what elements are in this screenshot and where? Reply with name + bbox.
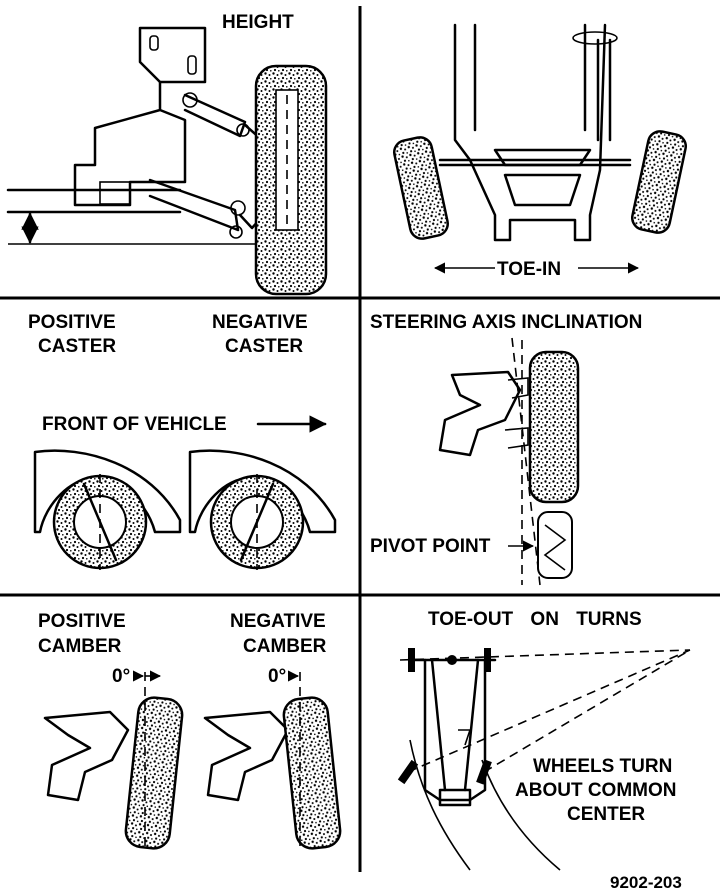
- common-center-label-line2: ABOUT COMMON: [515, 780, 676, 801]
- toe-out-title: TOE-OUT ON TURNS: [428, 609, 642, 630]
- pivot-bushing: [182, 92, 198, 108]
- panel-dividers: [0, 6, 720, 872]
- positive-caster-label-line1: POSITIVE: [28, 312, 116, 333]
- lower-ball-joint: [504, 427, 529, 449]
- outer-turning-arc: [481, 759, 561, 871]
- oil-pan: [503, 173, 582, 207]
- positive-caster-label-line2: CASTER: [38, 336, 116, 357]
- lower-control-arm: [148, 178, 240, 232]
- zero-degree-label-left: 0°: [112, 666, 130, 687]
- mount-slot: [187, 55, 197, 75]
- chassis-structure: [73, 80, 187, 207]
- contact-patch-detail: [543, 524, 567, 571]
- chassis-bracket: [99, 181, 131, 205]
- height-title: HEIGHT: [222, 12, 294, 33]
- right-wheel-radius-line: [483, 649, 691, 773]
- knuckle-positive-camber: [43, 710, 130, 802]
- left-tire: [393, 136, 449, 240]
- tire-negative-camber: [282, 696, 342, 850]
- steering-linkage: [493, 148, 592, 167]
- steering-box: [458, 729, 472, 746]
- toe-out-panel: TOE-OUT ON TURNS WHEELS TURN ABOUT COMMO…: [397, 609, 691, 871]
- upper-mount-bracket: [138, 26, 207, 84]
- toe-in-label: TOE-IN: [497, 259, 561, 280]
- pivot-point-label: PIVOT POINT: [370, 536, 491, 557]
- negative-caster-label-line1: NEGATIVE: [212, 312, 308, 333]
- steering-knuckle: [438, 370, 522, 457]
- differential: [447, 655, 457, 665]
- height-panel: HEIGHT: [6, 12, 328, 296]
- steering-wheel: [572, 31, 618, 45]
- negative-camber-label-line2: CAMBER: [243, 636, 327, 657]
- common-center-label-line1: WHEELS TURN: [533, 756, 672, 777]
- steering-axis-panel: STEERING AXIS INCLINATION PIVOT POINT: [370, 312, 642, 586]
- zero-degree-label-right: 0°: [268, 666, 286, 687]
- tire-contact-patch: [537, 511, 573, 579]
- lower-ball-joint: [230, 200, 246, 216]
- rear-axle-extension: [399, 649, 691, 661]
- knuckle-negative-camber: [203, 710, 290, 802]
- right-tire: [631, 130, 687, 234]
- inner-turning-arc: [409, 739, 471, 871]
- frame-rail: [6, 188, 182, 214]
- left-wheel-radius-line: [407, 649, 691, 773]
- upper-control-arm: [183, 93, 247, 138]
- rear-right-wheel: [484, 648, 491, 672]
- tire: [528, 350, 580, 504]
- steering-axis-line: [511, 337, 541, 586]
- front-of-vehicle-label: FRONT OF VEHICLE: [42, 414, 227, 435]
- tire-positive-camber: [124, 696, 184, 850]
- steering-axis-title: STEERING AXIS INCLINATION: [370, 312, 642, 333]
- frame-rail: [473, 23, 587, 132]
- toe-in-panel: TOE-IN: [393, 23, 687, 280]
- front-crossmember: [438, 788, 472, 807]
- upper-ball-joint: [507, 377, 529, 399]
- camber-panel: POSITIVE CAMBER NEGATIVE CAMBER 0° 0°: [38, 611, 342, 850]
- vehicle-frame: [453, 23, 607, 242]
- negative-camber-label-line1: NEGATIVE: [230, 611, 326, 632]
- mount-slot: [149, 35, 159, 51]
- caster-panel: POSITIVE CASTER NEGATIVE CASTER FRONT OF…: [28, 312, 337, 570]
- frame-rail: [430, 658, 480, 792]
- negative-caster-label-line2: CASTER: [225, 336, 303, 357]
- rear-left-wheel: [408, 648, 415, 672]
- figure-id: 9202-203: [610, 873, 682, 892]
- positive-camber-label-line2: CAMBER: [38, 636, 122, 657]
- steering-column: [596, 38, 612, 142]
- pivot-bushing: [229, 225, 243, 239]
- common-center-label-line3: CENTER: [567, 804, 645, 825]
- positive-camber-label-line1: POSITIVE: [38, 611, 126, 632]
